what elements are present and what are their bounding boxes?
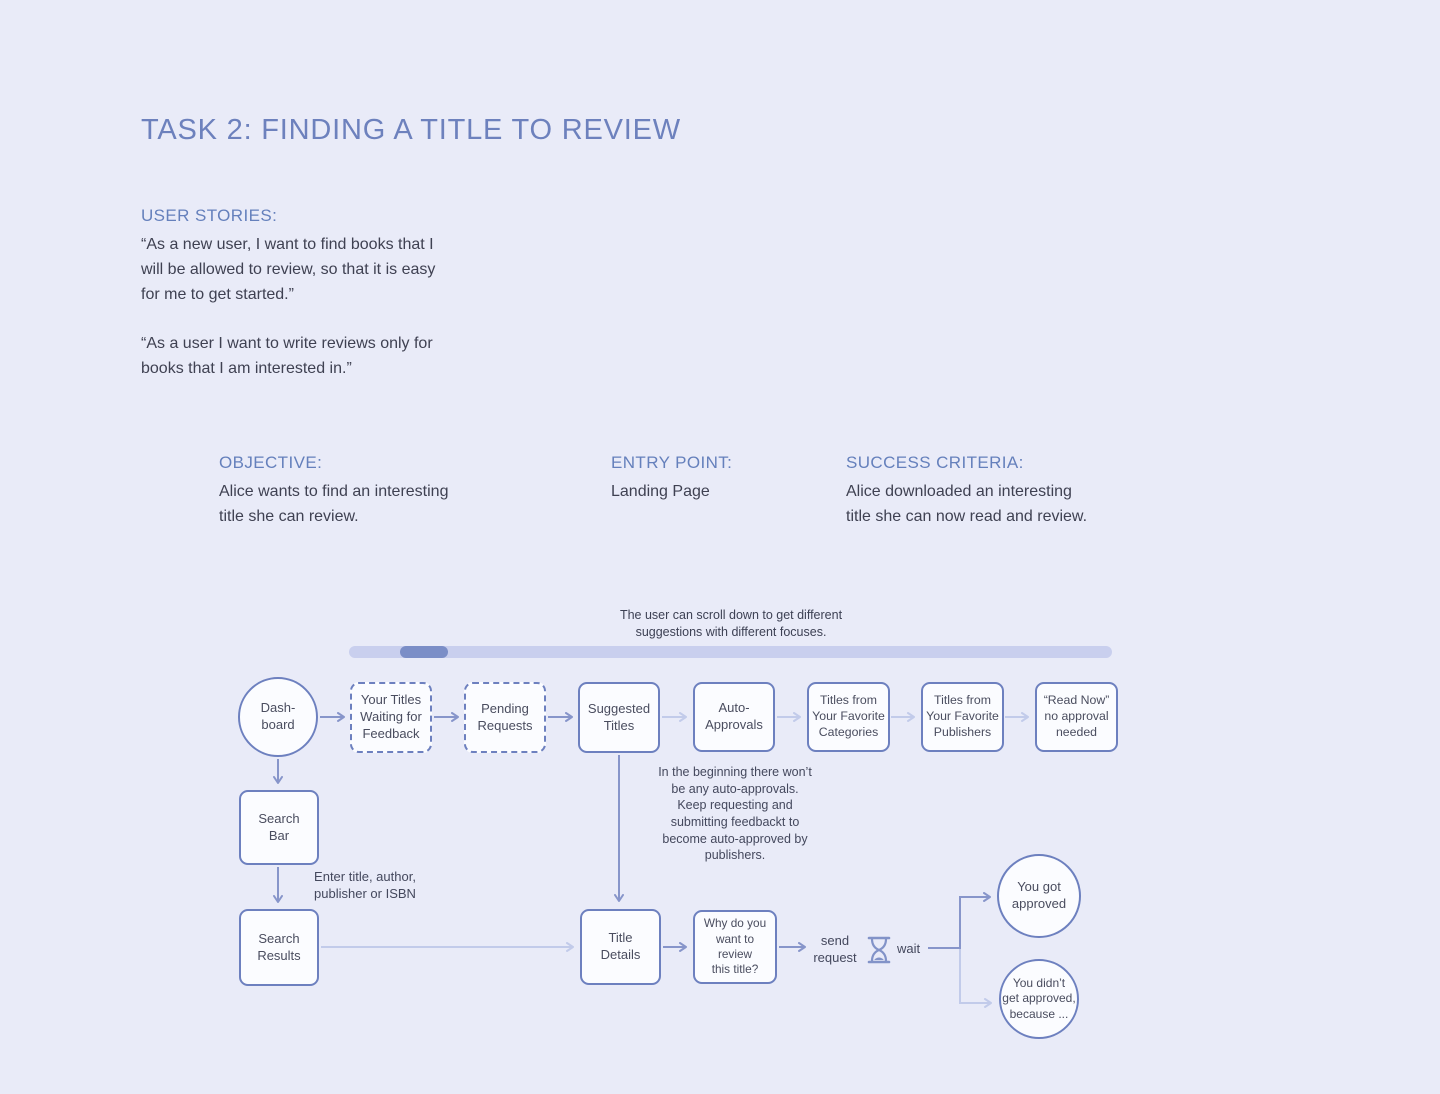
send-request-label: send request <box>813 933 857 965</box>
node-why-review-label: Why do you want to review this title? <box>703 916 767 977</box>
node-read-now-label: “Read Now” no approval needed <box>1043 693 1110 739</box>
node-your-titles-label: Your Titles Waiting for Feedback <box>360 692 422 741</box>
node-title-details: Title Details <box>580 909 661 985</box>
auto-approval-note: In the beginning there won’t be any auto… <box>658 765 812 863</box>
user-story-2: “As a user I want to write reviews only … <box>141 335 433 378</box>
node-title-details-label: Title Details <box>600 930 641 962</box>
node-dashboard-label: Dash- board <box>260 700 296 732</box>
success-criteria-heading: SUCCESS CRITERIA: <box>846 453 1024 472</box>
entry-point-heading: ENTRY POINT: <box>611 453 733 472</box>
node-auto-approvals-label: Auto- Approvals <box>705 700 763 732</box>
node-not-approved: You didn’t get approved, because ... <box>999 959 1079 1039</box>
search-hint-label: Enter title, author, publisher or ISBN <box>314 869 416 901</box>
success-criteria-text: Alice downloaded an interesting title sh… <box>846 483 1088 525</box>
scrollbar <box>349 646 1112 658</box>
entry-point-section: ENTRY POINT: Landing Page <box>611 453 831 505</box>
scrollbar-thumb <box>400 646 448 658</box>
node-search-bar-label: Search Bar <box>258 810 300 843</box>
objective-heading: OBJECTIVE: <box>219 453 323 472</box>
node-favorite-categories: Titles from Your Favorite Categories <box>807 682 890 752</box>
node-search-results: Search Results <box>239 909 319 986</box>
node-why-review: Why do you want to review this title? <box>693 910 777 984</box>
node-suggested-titles-label: Suggested Titles <box>587 700 651 733</box>
node-dashboard: Dash- board <box>238 677 318 757</box>
wait-label: wait <box>897 941 921 956</box>
node-pending-requests-label: Pending Requests <box>477 700 533 733</box>
node-got-approved-label: You got approved <box>1011 879 1067 911</box>
node-search-results-label: Search Results <box>257 930 301 963</box>
node-your-titles-waiting: Your Titles Waiting for Feedback <box>350 682 432 753</box>
node-favorite-publishers-label: Titles from Your Favorite Publishers <box>926 693 999 739</box>
node-suggested-titles: Suggested Titles <box>578 682 660 753</box>
user-stories-heading: USER STORIES: <box>141 206 278 225</box>
node-favorite-publishers: Titles from Your Favorite Publishers <box>921 682 1004 752</box>
success-criteria-section: SUCCESS CRITERIA: Alice downloaded an in… <box>846 453 1166 530</box>
user-stories-section: USER STORIES: “As a new user, I want to … <box>141 206 541 382</box>
node-not-approved-label: You didn’t get approved, because ... <box>1002 975 1076 1021</box>
node-favorite-categories-label: Titles from Your Favorite Categories <box>812 693 885 739</box>
node-auto-approvals: Auto- Approvals <box>693 682 775 752</box>
user-story-1: “As a new user, I want to find books tha… <box>141 236 436 303</box>
node-read-now: “Read Now” no approval needed <box>1035 682 1118 752</box>
objective-text: Alice wants to find an interesting title… <box>219 483 449 525</box>
objective-section: OBJECTIVE: Alice wants to find an intere… <box>219 453 519 530</box>
node-pending-requests: Pending Requests <box>464 682 546 753</box>
node-search-bar: Search Bar <box>239 790 319 865</box>
hourglass-icon <box>865 935 893 970</box>
page-title: TASK 2: FINDING A TITLE TO REVIEW <box>141 114 681 146</box>
node-got-approved: You got approved <box>997 854 1081 938</box>
scroll-hint-note: The user can scroll down to get differen… <box>619 608 843 639</box>
entry-point-text: Landing Page <box>611 483 710 500</box>
